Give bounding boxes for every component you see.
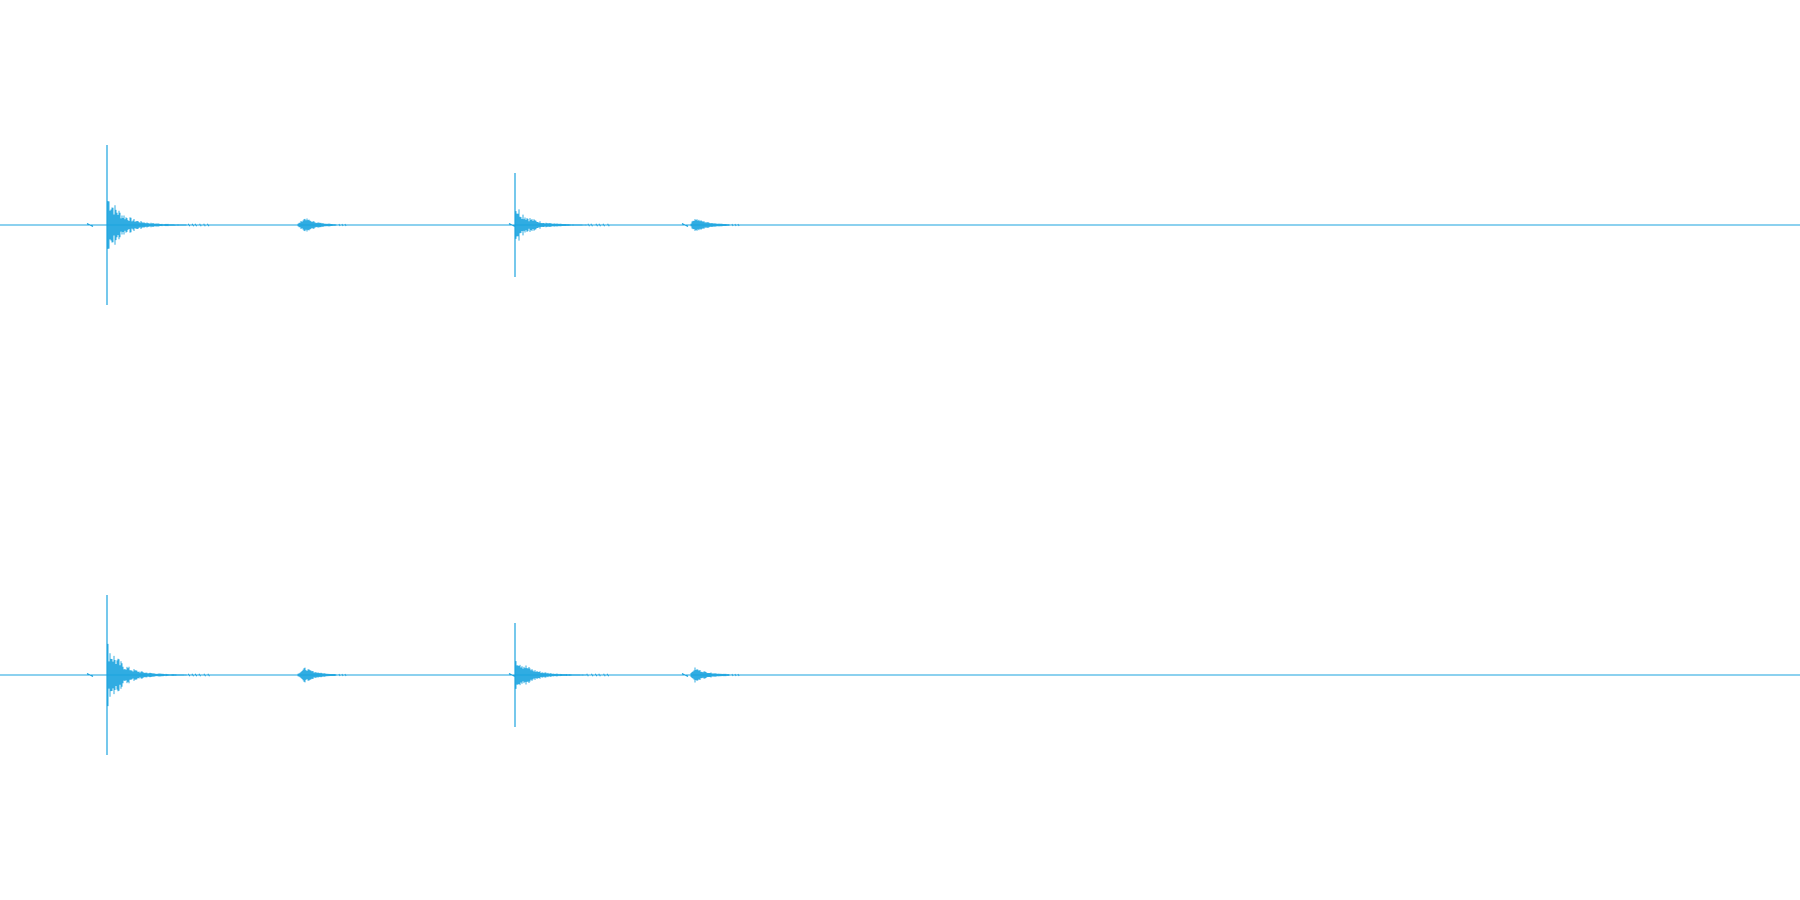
waveform-lead-in: [508, 673, 516, 677]
waveform-transient: [106, 595, 210, 755]
waveform-soft-burst: [689, 667, 740, 683]
waveform-channel-1: [0, 145, 1800, 305]
waveform-transient: [514, 623, 609, 727]
waveform-lead-in: [86, 223, 94, 227]
waveform-lead-in: [681, 223, 689, 227]
waveform-lead-in: [681, 673, 689, 677]
waveform-soft-burst: [296, 667, 347, 683]
waveform-lead-in: [508, 223, 516, 227]
waveform-soft-burst: [689, 219, 740, 231]
waveform-transient: [514, 173, 610, 277]
waveform-channel-2: [0, 595, 1800, 755]
waveform-lead-in: [86, 673, 94, 677]
waveform-soft-burst: [296, 218, 347, 232]
waveform-transient: [106, 145, 210, 305]
